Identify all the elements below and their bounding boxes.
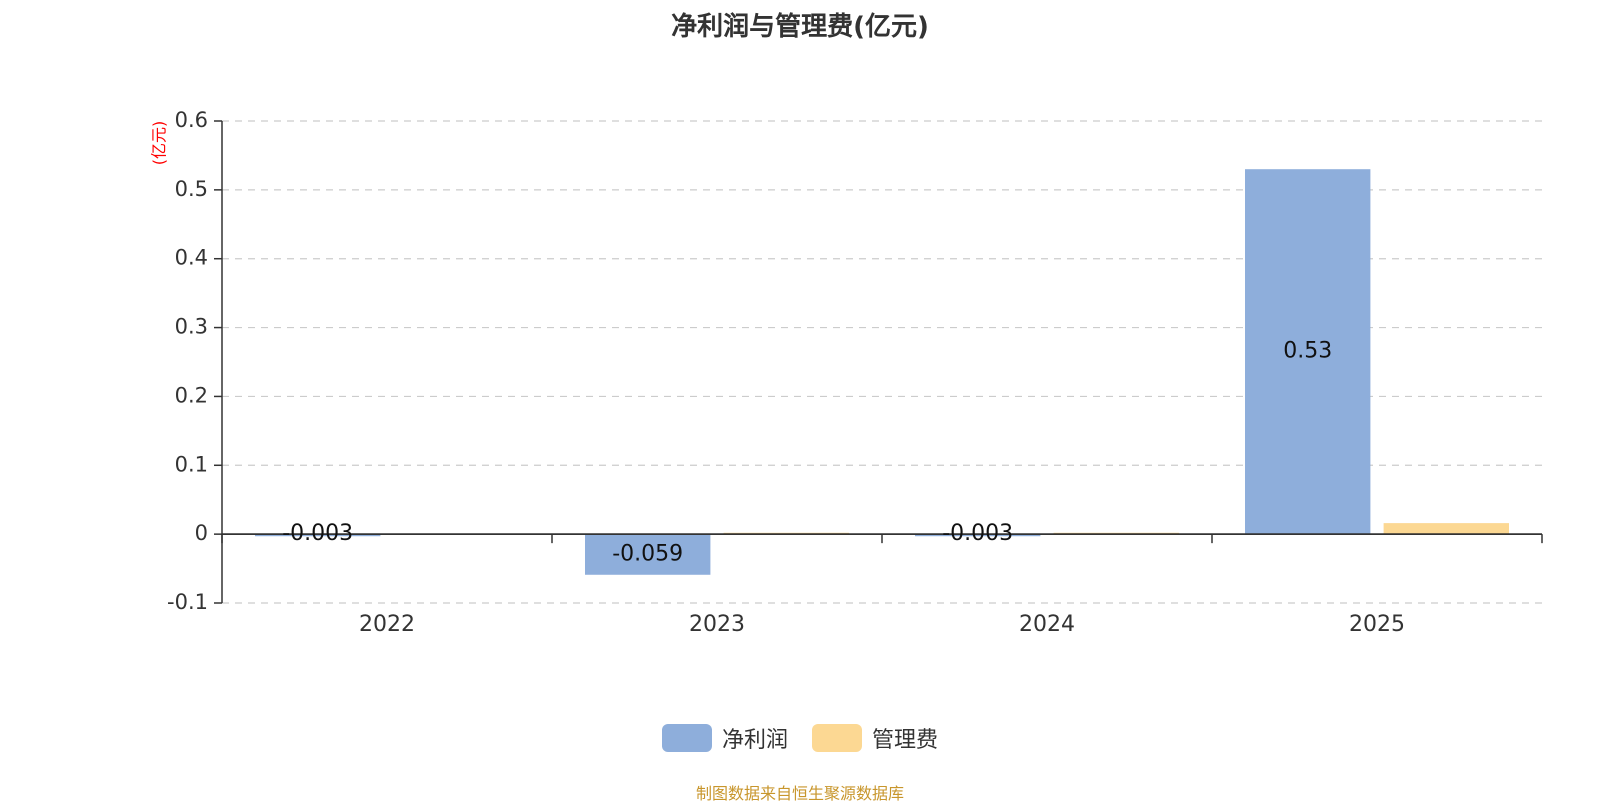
bar-net-profit: [1245, 169, 1371, 535]
bar-net-profit: [915, 534, 1041, 537]
bar-admin-expense: [1383, 523, 1509, 535]
bar-net-profit: [585, 534, 711, 575]
bar-net-profit: [255, 534, 381, 537]
data-label: -0.003: [942, 521, 1013, 546]
x-tick-label: 2022: [359, 612, 415, 637]
data-label: -0.003: [282, 521, 353, 546]
x-tick-label: 2023: [689, 612, 745, 637]
y-tick-label: 0.3: [175, 315, 208, 339]
y-tick-label: 0.2: [175, 383, 208, 407]
y-tick-label: 0.4: [175, 246, 208, 270]
y-tick-label: 0.1: [175, 452, 208, 476]
y-tick-label: -0.1: [167, 590, 208, 614]
legend-label-admin-expense: 管理费: [872, 728, 939, 753]
legend-label-net-profit: 净利润: [721, 728, 788, 753]
axis-layer: 0.6 0.5 0.4 0.3 0.2 0.1 0 -0.1 2022 2023 2024 2025: [167, 108, 1543, 637]
y-tick-label: 0: [195, 521, 208, 545]
x-tick-label: 2025: [1349, 612, 1405, 637]
bar-layer: [255, 169, 1509, 575]
data-label-layer: -0.003 -0.059 -0.003 0.53: [282, 339, 1332, 567]
y-tick-label: 0.5: [175, 177, 208, 201]
legend-swatch-net-profit: [661, 724, 712, 752]
legend-swatch-admin-expense: [812, 724, 862, 752]
chart-title: 净利润与管理费(亿元): [671, 12, 929, 42]
source-note: 制图数据来自恒生聚源数据库: [695, 784, 904, 803]
x-tick-label: 2024: [1019, 612, 1075, 637]
data-label: -0.059: [612, 541, 683, 566]
legend: 净利润 管理费: [0, 722, 1600, 754]
y-tick-label: 0.6: [175, 108, 208, 132]
legend-item-net-profit[interactable]: 净利润: [661, 722, 788, 754]
data-label: 0.53: [1283, 339, 1332, 364]
y-axis-unit-label: (亿元): [150, 121, 169, 166]
legend-item-admin-expense[interactable]: 管理费: [812, 722, 938, 754]
